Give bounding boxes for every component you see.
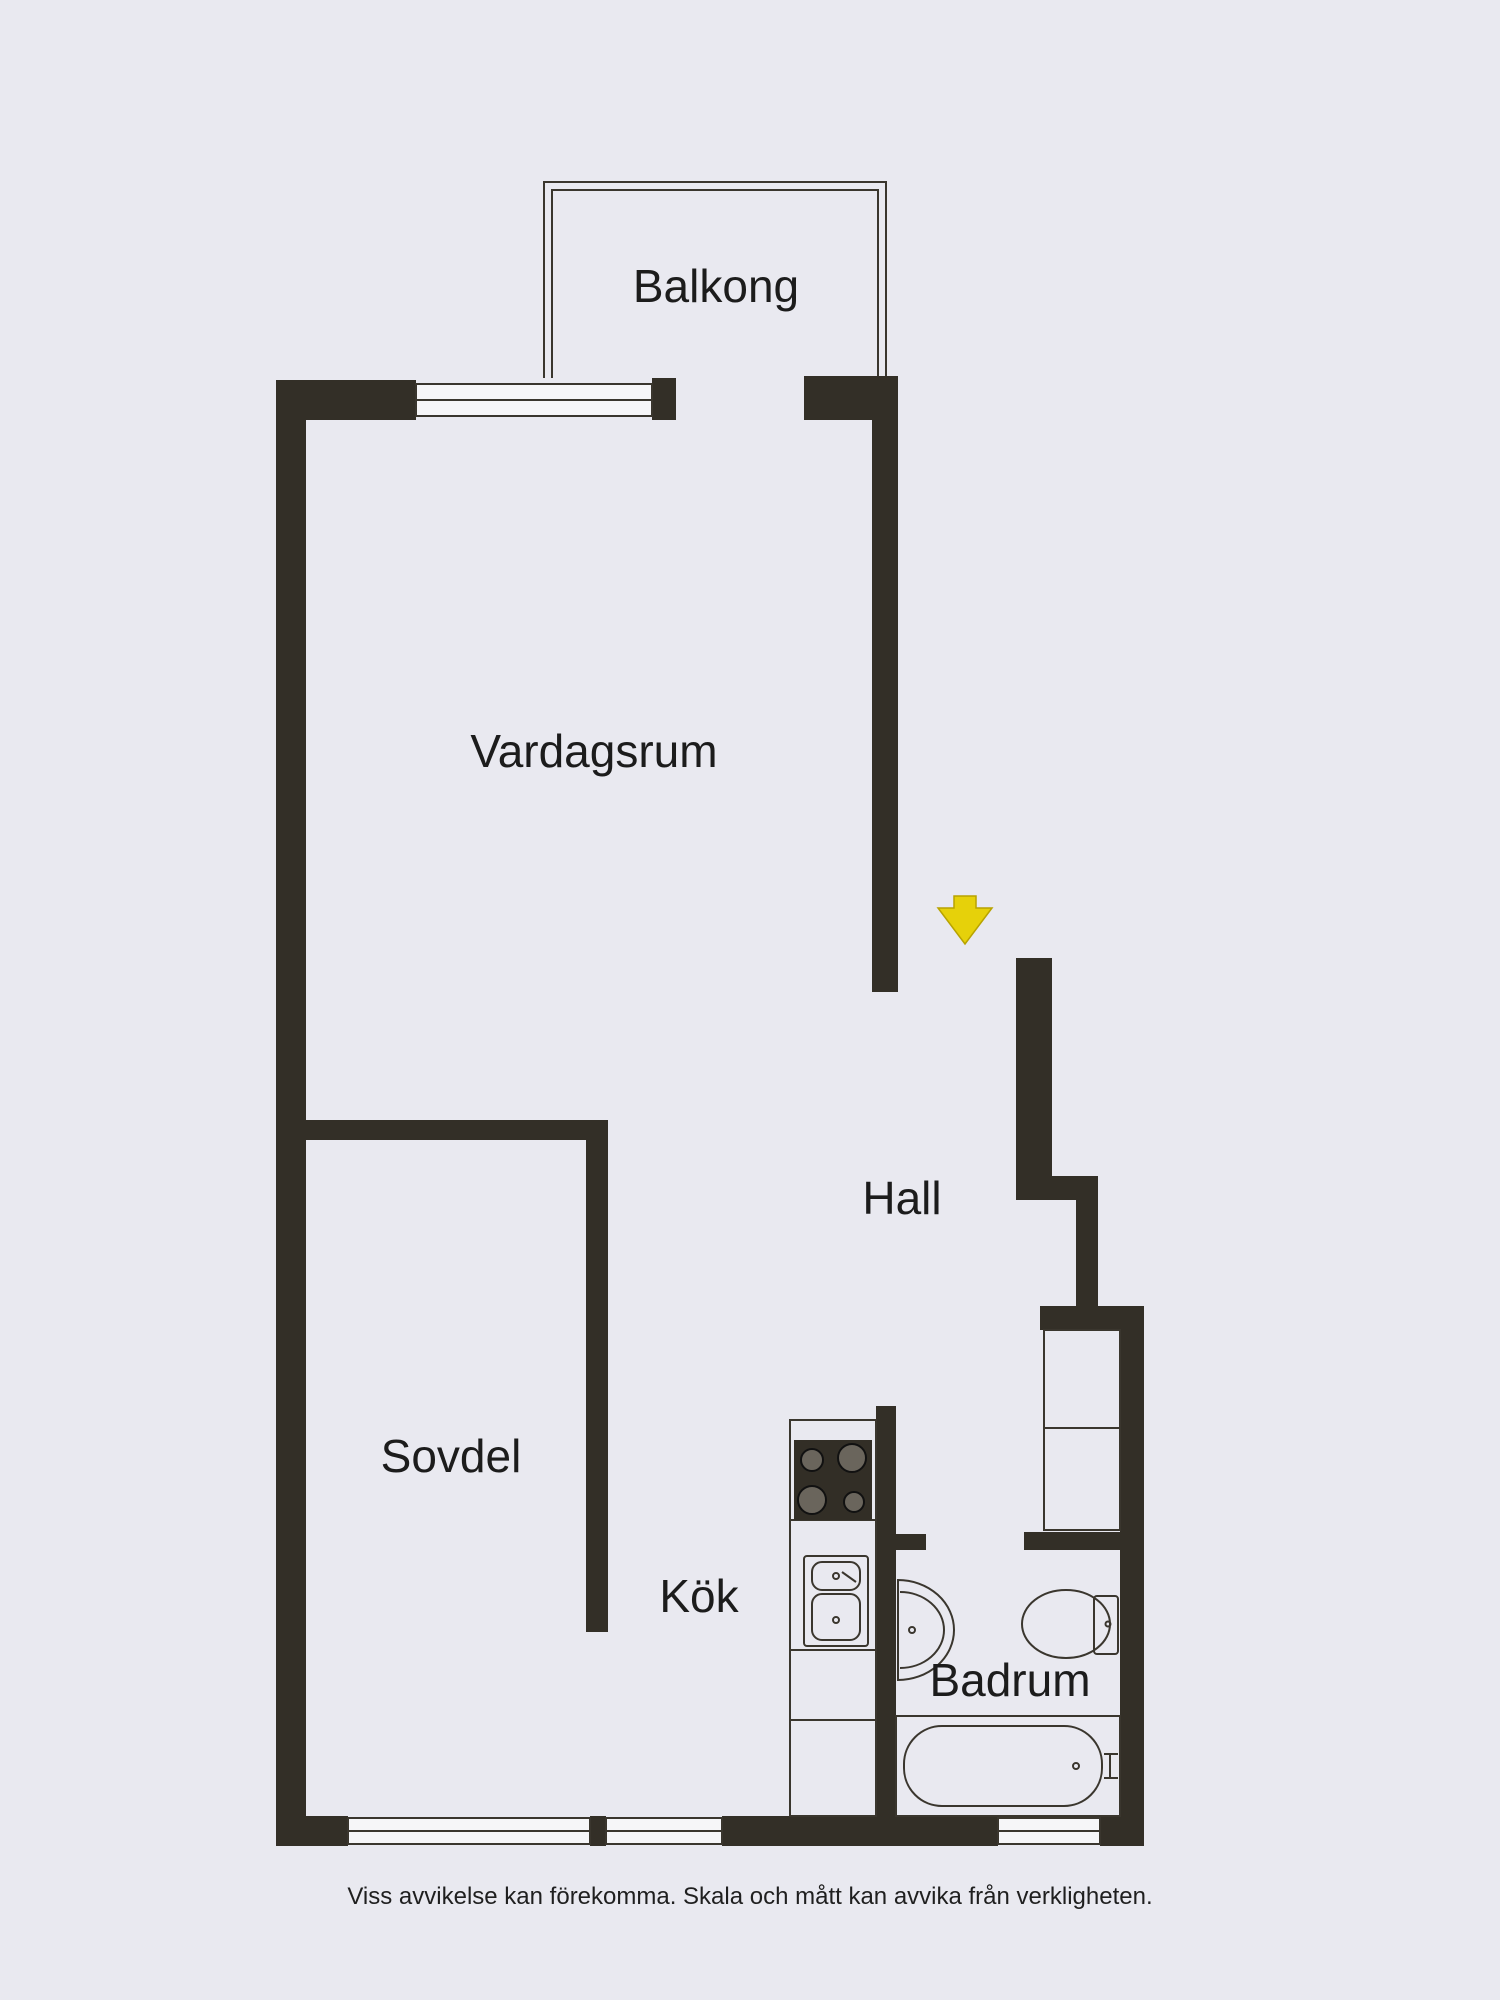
wardrobe xyxy=(1043,1329,1121,1531)
room-label-sovdel: Sovdel xyxy=(381,1430,522,1482)
stove-icon xyxy=(794,1440,872,1520)
room-label-hall: Hall xyxy=(862,1172,941,1224)
room-label-kok: Kök xyxy=(659,1570,739,1622)
bathtub-icon xyxy=(895,1715,1121,1817)
toilet-icon xyxy=(1021,1589,1119,1659)
walls xyxy=(276,376,1144,1846)
washbasin-icon xyxy=(897,1578,956,1682)
room-label-vardagsrum: Vardagsrum xyxy=(470,725,717,777)
kitchen-sink-icon xyxy=(803,1555,869,1647)
entrance-arrow-icon xyxy=(936,895,994,946)
balcony xyxy=(543,181,887,378)
disclaimer-caption: Viss avvikelse kan förekomma. Skala och … xyxy=(347,1883,1153,1910)
windows xyxy=(347,383,1101,1845)
room-label-badrum: Badrum xyxy=(929,1654,1090,1706)
room-label-balkong: Balkong xyxy=(633,260,799,312)
